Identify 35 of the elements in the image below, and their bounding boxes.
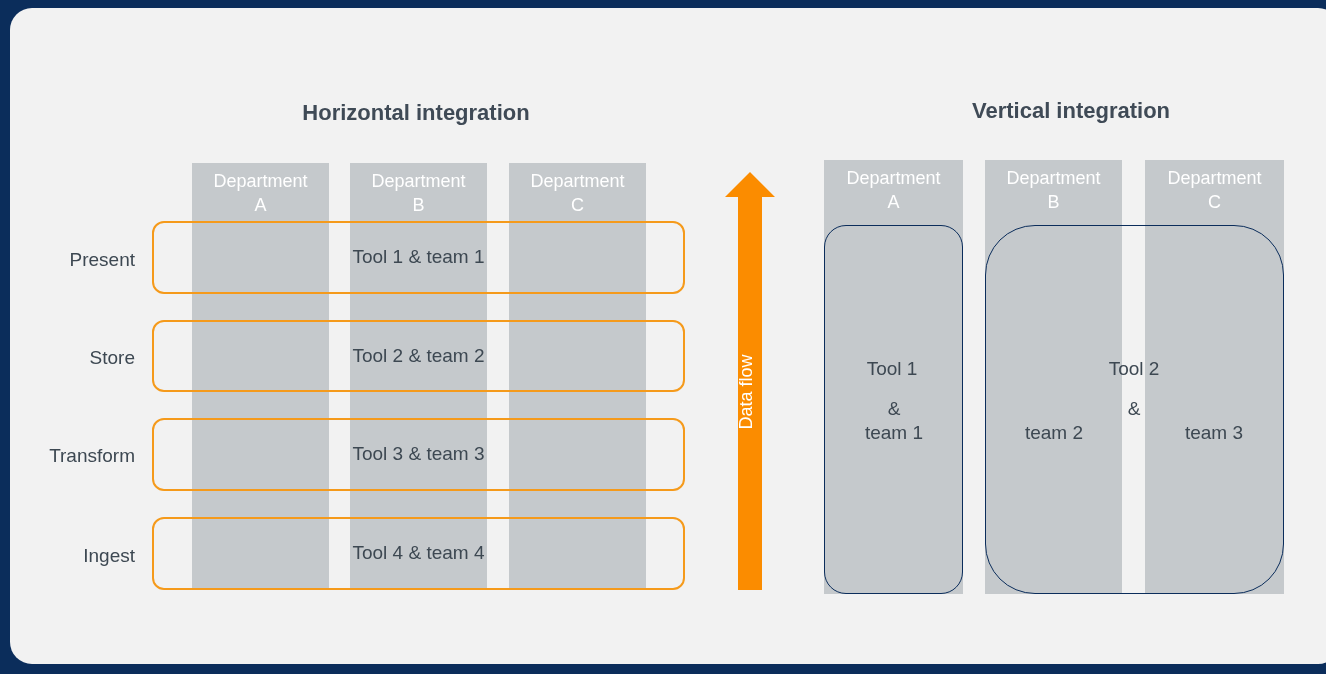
- column-header: Department A: [212, 170, 309, 217]
- tool-team-box: [985, 225, 1284, 594]
- tool-team-box: [152, 221, 685, 294]
- tool-team-label: team 1: [864, 420, 924, 445]
- department-header: [192, 163, 329, 221]
- tool-team-label: Tool 1: [866, 356, 918, 381]
- layer-label: Transform: [49, 443, 135, 468]
- tool-team-label: Tool 4 & team 4: [352, 541, 485, 566]
- section-heading: Vertical integration: [971, 96, 1171, 125]
- arrow-label: Data flow: [734, 354, 757, 430]
- department-header: [350, 163, 487, 221]
- layer-label: Present: [69, 247, 135, 272]
- department-header: [1145, 160, 1284, 218]
- tool-team-label: team 2: [1024, 420, 1084, 445]
- tool-team-label: &: [1127, 396, 1141, 421]
- column-header: Department C: [1166, 167, 1263, 214]
- column-header: Department B: [1005, 167, 1102, 214]
- department-header: [985, 160, 1122, 218]
- tool-team-box: [152, 320, 685, 392]
- tool-team-label: &: [887, 396, 901, 421]
- layer-label: Store: [89, 345, 135, 370]
- section-heading: Horizontal integration: [302, 98, 530, 127]
- column-header: Department C: [529, 170, 626, 217]
- tool-team-box: [152, 418, 685, 491]
- tool-team-label: Tool 2: [1108, 356, 1160, 381]
- department-header: [824, 160, 963, 218]
- tool-team-label: Tool 1 & team 1: [352, 245, 485, 270]
- tool-team-label: Tool 2 & team 2: [352, 343, 485, 368]
- department-header: [509, 163, 646, 221]
- column-header: Department A: [845, 167, 942, 214]
- tool-team-box: [152, 517, 685, 590]
- column-header: Department B: [370, 170, 467, 217]
- tool-team-label: team 3: [1184, 420, 1244, 445]
- tool-team-label: Tool 3 & team 3: [352, 442, 485, 467]
- layer-label: Ingest: [83, 543, 135, 568]
